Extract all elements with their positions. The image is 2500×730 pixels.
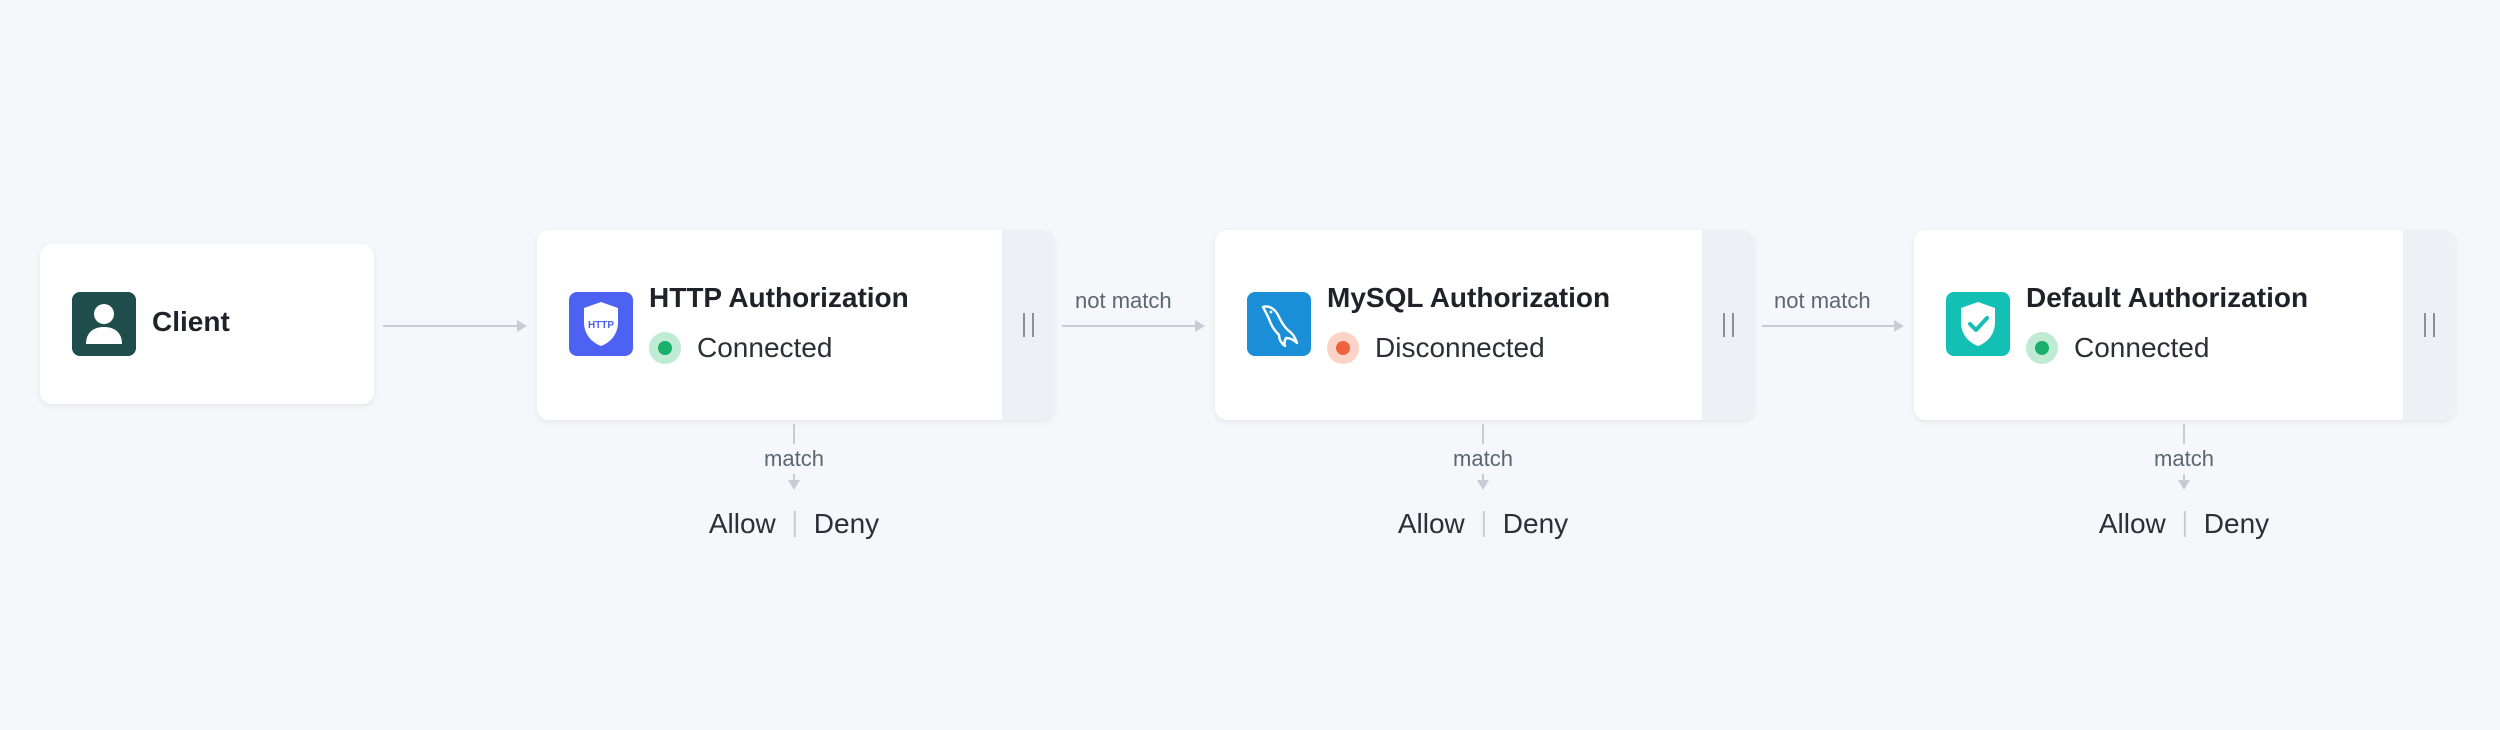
- not-match-label-1: not match: [1073, 288, 1174, 314]
- status-text: Disconnected: [1375, 332, 1545, 363]
- not-match-connector-1: [1062, 320, 1205, 332]
- status-indicator: Connected: [2026, 332, 2209, 364]
- user-icon: [72, 292, 136, 356]
- mysql-dolphin-icon: [1247, 292, 1311, 356]
- drag-handle[interactable]: [1002, 230, 1054, 420]
- shield-check-icon: [1946, 292, 2010, 356]
- allow-label: Allow: [1397, 508, 1465, 539]
- deny-label: Deny: [2203, 508, 2270, 539]
- authorizer-title: MySQL Authorization: [1327, 282, 1611, 313]
- allow-label: Allow: [708, 508, 776, 539]
- result-default: Allow Deny: [2099, 508, 2269, 540]
- match-label: match: [1450, 444, 1516, 474]
- drag-handle[interactable]: [1702, 230, 1754, 420]
- authorizer-node-default[interactable]: Default Authorization Connected: [1914, 230, 2455, 420]
- http-shield-icon: HTTP: [569, 292, 633, 356]
- client-to-http-connector: [383, 320, 527, 332]
- client-node: Client: [40, 244, 374, 404]
- status-text: Connected: [2074, 332, 2210, 363]
- result-http: Allow Deny: [709, 508, 879, 540]
- separator: [2183, 511, 2186, 537]
- status-dot-icon: [1327, 332, 1359, 364]
- status-indicator: Disconnected: [1327, 332, 1545, 364]
- status-indicator: Connected: [649, 332, 832, 364]
- authorizer-title: HTTP Authorization: [649, 282, 909, 313]
- client-label: Client: [152, 306, 230, 337]
- authorizer-title: Default Authorization: [2026, 282, 2309, 313]
- separator: [1482, 511, 1485, 537]
- result-mysql: Allow Deny: [1398, 508, 1568, 540]
- deny-label: Deny: [813, 508, 880, 539]
- status-dot-icon: [2026, 332, 2058, 364]
- deny-label: Deny: [1502, 508, 1569, 539]
- status-text: Connected: [697, 332, 833, 363]
- separator: [793, 511, 796, 537]
- status-dot-icon: [649, 332, 681, 364]
- match-label: match: [761, 444, 827, 474]
- match-label: match: [2151, 444, 2217, 474]
- not-match-label-2: not match: [1772, 288, 1873, 314]
- http-icon-text: HTTP: [588, 320, 614, 331]
- allow-label: Allow: [2098, 508, 2166, 539]
- authorizer-node-http[interactable]: HTTP HTTP Authorization Connected: [537, 230, 1054, 420]
- authorizer-node-mysql[interactable]: MySQL Authorization Disconnected: [1215, 230, 1754, 420]
- not-match-connector-2: [1762, 320, 1904, 332]
- drag-handle[interactable]: [2403, 230, 2455, 420]
